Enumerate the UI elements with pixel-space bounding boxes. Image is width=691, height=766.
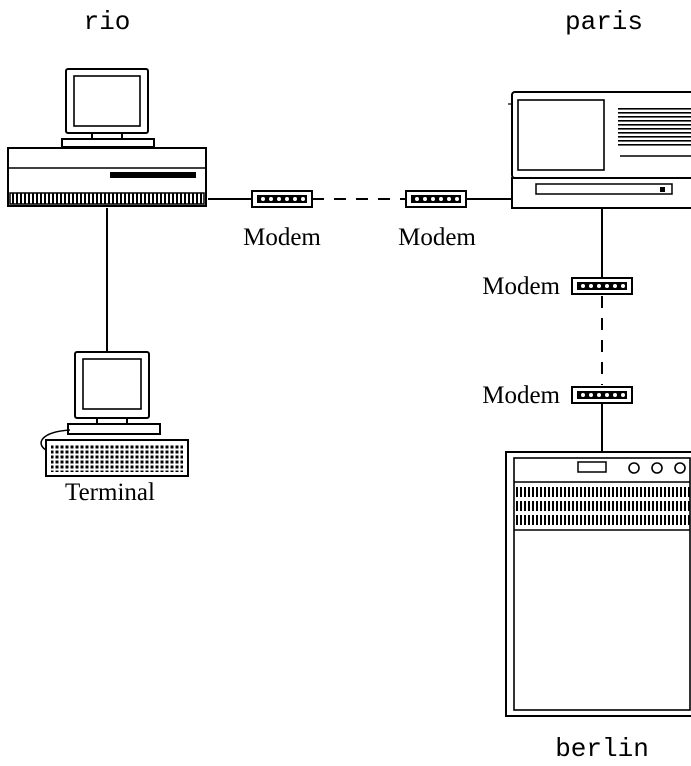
rio-monitor-base — [61, 138, 155, 148]
berlin-label: berlin — [555, 734, 649, 764]
berlin-drive-slot — [577, 461, 607, 473]
rio-vent-strip — [9, 192, 205, 205]
modem-rio-side — [251, 190, 313, 208]
terminal-device — [40, 351, 189, 477]
rio-drive-slot — [110, 172, 196, 178]
modem-paris-side — [405, 190, 467, 208]
modem-berlin-up-label: Modem — [482, 382, 560, 409]
paris-monitor-grille — [618, 108, 691, 148]
terminal-cable — [40, 429, 71, 451]
modem-paris-down-label: Modem — [482, 273, 560, 300]
paris-label: paris — [565, 7, 643, 37]
terminal-base — [67, 423, 161, 435]
berlin-server — [505, 451, 691, 717]
paris-workstation — [508, 91, 691, 209]
connection-lines — [106, 198, 603, 452]
terminal-monitor-screen — [82, 358, 142, 410]
terminal-label: Terminal — [65, 479, 155, 506]
berlin-vent-row-2 — [516, 501, 690, 511]
berlin-indicator-1 — [628, 462, 640, 474]
paris-monitor-screen — [517, 99, 605, 171]
paris-power-led — [660, 187, 665, 192]
rio-label: rio — [84, 7, 131, 37]
modem-paris-down — [571, 277, 633, 295]
paris-drive-slot — [535, 183, 673, 195]
rio-monitor-screen — [73, 75, 141, 127]
berlin-vent-row-1 — [516, 487, 690, 497]
berlin-indicator-2 — [651, 462, 663, 474]
berlin-cabinet-inner — [513, 457, 691, 711]
berlin-indicator-3 — [674, 462, 686, 474]
modem-rio-side-label: Modem — [243, 224, 321, 251]
berlin-vent-row-3 — [516, 515, 690, 525]
rio-workstation — [7, 68, 207, 207]
terminal-keys — [51, 444, 183, 472]
modem-berlin-up — [571, 386, 633, 404]
modem-paris-side-label: Modem — [398, 224, 476, 251]
